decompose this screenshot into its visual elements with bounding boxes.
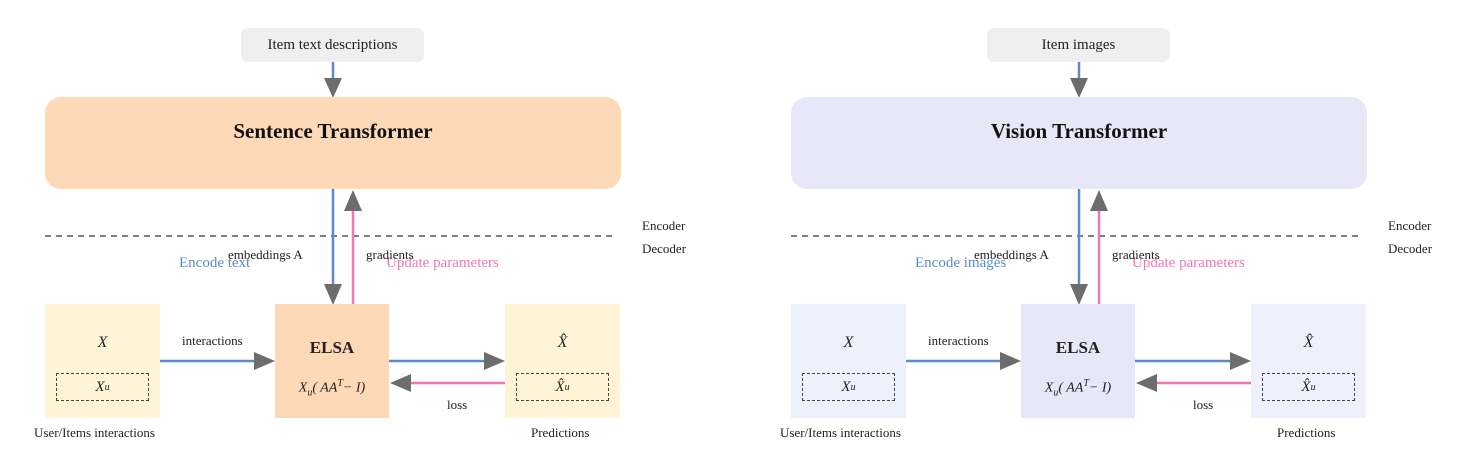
encode-label: Encode text bbox=[179, 255, 251, 271]
x-symbol: X bbox=[843, 334, 854, 351]
input-box: Item text descriptions bbox=[241, 28, 424, 62]
model-title: Sentence Transformer bbox=[233, 119, 433, 143]
image-panel: Item images Vision Transformer Encode im… bbox=[746, 0, 1460, 472]
prediction-vector-box: X̂u bbox=[1262, 373, 1355, 401]
text-panel: Item text descriptions Sentence Transfor… bbox=[34, 28, 687, 440]
interactions-label: interactions bbox=[182, 333, 243, 348]
xu-subscript: u bbox=[850, 381, 856, 393]
xu-subscript: u bbox=[104, 381, 110, 393]
encoder-label: Encoder bbox=[642, 218, 686, 233]
interactions-arrowhead bbox=[254, 352, 275, 370]
xhatu-symbol: X̂ bbox=[555, 378, 565, 395]
xu-symbol: X bbox=[95, 378, 105, 395]
gradients-label: gradients bbox=[1112, 247, 1160, 262]
gradients-arrowhead bbox=[1090, 190, 1108, 211]
loss-label: loss bbox=[1193, 397, 1214, 412]
x-symbol: X bbox=[97, 334, 108, 351]
formula-subscript: u bbox=[307, 387, 313, 399]
formula-end: − I) bbox=[1088, 380, 1112, 396]
left-caption: User/Items interactions bbox=[34, 425, 155, 440]
input-label: Item images bbox=[1041, 36, 1116, 53]
xhat-symbol: X̂ bbox=[1303, 334, 1314, 351]
image-panel-arrows bbox=[791, 62, 1362, 392]
formula-mid: ( AA bbox=[312, 380, 338, 396]
elsa-formula: Xu( AAT− I) bbox=[275, 378, 389, 398]
elsa-label: ELSA bbox=[309, 338, 355, 357]
elsa-formula: Xu( AAT− I) bbox=[1021, 378, 1135, 398]
prediction-matrix: X̂ X̂u bbox=[1251, 304, 1366, 418]
xhat-symbol: X̂ bbox=[557, 334, 568, 351]
input-to-model-arrowhead bbox=[324, 78, 342, 98]
update-parameters-label: Update parameters bbox=[1132, 255, 1245, 271]
elsa-box: ELSA Xu( AAT− I) bbox=[1021, 304, 1135, 418]
xhatu-symbol: X̂ bbox=[1301, 378, 1311, 395]
encoder-label: Encoder bbox=[1388, 218, 1432, 233]
prediction-arrowhead bbox=[484, 352, 505, 370]
left-caption: User/Items interactions bbox=[780, 425, 901, 440]
encoder-model-box: Sentence Transformer Encode text Update … bbox=[45, 97, 621, 271]
loss-arrowhead bbox=[1136, 374, 1157, 392]
decoder-label: Decoder bbox=[1388, 241, 1433, 256]
formula-x: X bbox=[298, 380, 308, 396]
encoder-model-box: Vision Transformer Encode images Update … bbox=[791, 97, 1367, 271]
update-parameters-label: Update parameters bbox=[386, 255, 499, 271]
loss-arrowhead bbox=[390, 374, 411, 392]
xhatu-subscript: u bbox=[1310, 381, 1316, 393]
encode-label: Encode images bbox=[915, 255, 1007, 271]
prediction-arrowhead bbox=[1230, 352, 1251, 370]
embeddings-label: embeddings A bbox=[974, 247, 1049, 262]
formula-end: − I) bbox=[342, 380, 366, 396]
prediction-matrix: X̂ X̂u bbox=[505, 304, 620, 418]
input-to-model-arrowhead bbox=[1070, 78, 1088, 98]
embeddings-arrowhead bbox=[1070, 284, 1088, 305]
formula-x: X bbox=[1044, 380, 1054, 396]
right-caption: Predictions bbox=[1277, 425, 1336, 440]
formula-sup: T bbox=[1083, 378, 1089, 389]
loss-label: loss bbox=[447, 397, 468, 412]
elsa-box: ELSA Xu( AAT− I) bbox=[275, 304, 389, 418]
gradients-label: gradients bbox=[366, 247, 414, 262]
decoder-label: Decoder bbox=[642, 241, 687, 256]
xu-symbol: X bbox=[841, 378, 851, 395]
right-caption: Predictions bbox=[531, 425, 590, 440]
elsa-label: ELSA bbox=[1055, 338, 1101, 357]
formula-sup: T bbox=[337, 378, 343, 389]
xhatu-subscript: u bbox=[564, 381, 570, 393]
input-label: Item text descriptions bbox=[267, 36, 398, 53]
input-box: Item images bbox=[987, 28, 1170, 62]
interactions-arrowhead bbox=[1000, 352, 1021, 370]
prediction-vector-box: X̂u bbox=[516, 373, 609, 401]
embeddings-label: embeddings A bbox=[228, 247, 303, 262]
text-panel-arrows bbox=[45, 62, 616, 392]
formula-mid: ( AA bbox=[1058, 380, 1084, 396]
model-title: Vision Transformer bbox=[990, 119, 1168, 143]
interactions-label: interactions bbox=[928, 333, 989, 348]
gradients-arrowhead bbox=[344, 190, 362, 211]
embeddings-arrowhead bbox=[324, 284, 342, 305]
formula-subscript: u bbox=[1053, 387, 1059, 399]
